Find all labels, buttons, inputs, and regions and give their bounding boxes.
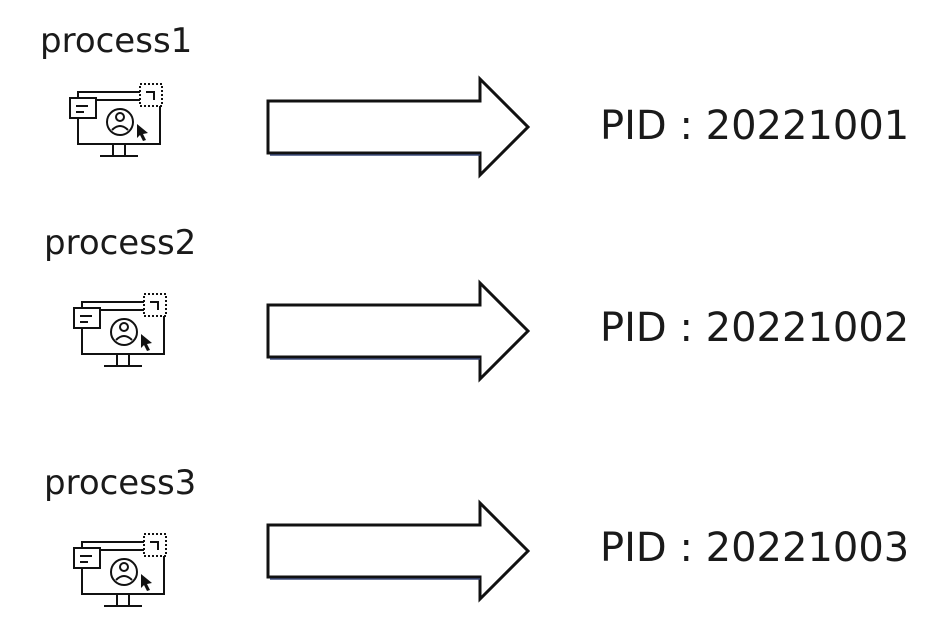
pid-separator: : bbox=[679, 305, 693, 351]
pid-label: PID : 20221001 bbox=[600, 106, 909, 146]
arrow-right-icon bbox=[266, 279, 531, 383]
pid-separator: : bbox=[679, 103, 693, 149]
pid-value: 20221002 bbox=[705, 305, 910, 351]
arrow-right-icon bbox=[266, 75, 531, 179]
arrow-right-icon bbox=[266, 499, 531, 603]
computer-user-icon bbox=[73, 293, 167, 367]
pid-label: PID : 20221003 bbox=[600, 528, 909, 568]
pid-separator: : bbox=[679, 525, 693, 571]
process-label: process1 bbox=[40, 21, 193, 61]
pid-prefix: PID bbox=[600, 103, 667, 149]
process-label: process2 bbox=[44, 223, 197, 263]
pid-prefix: PID bbox=[600, 305, 667, 351]
process-label: process3 bbox=[44, 463, 197, 503]
pid-prefix: PID bbox=[600, 525, 667, 571]
computer-user-icon bbox=[69, 83, 163, 157]
pid-value: 20221001 bbox=[705, 103, 910, 149]
pid-label: PID : 20221002 bbox=[600, 308, 909, 348]
pid-value: 20221003 bbox=[705, 525, 910, 571]
computer-user-icon bbox=[73, 533, 167, 607]
